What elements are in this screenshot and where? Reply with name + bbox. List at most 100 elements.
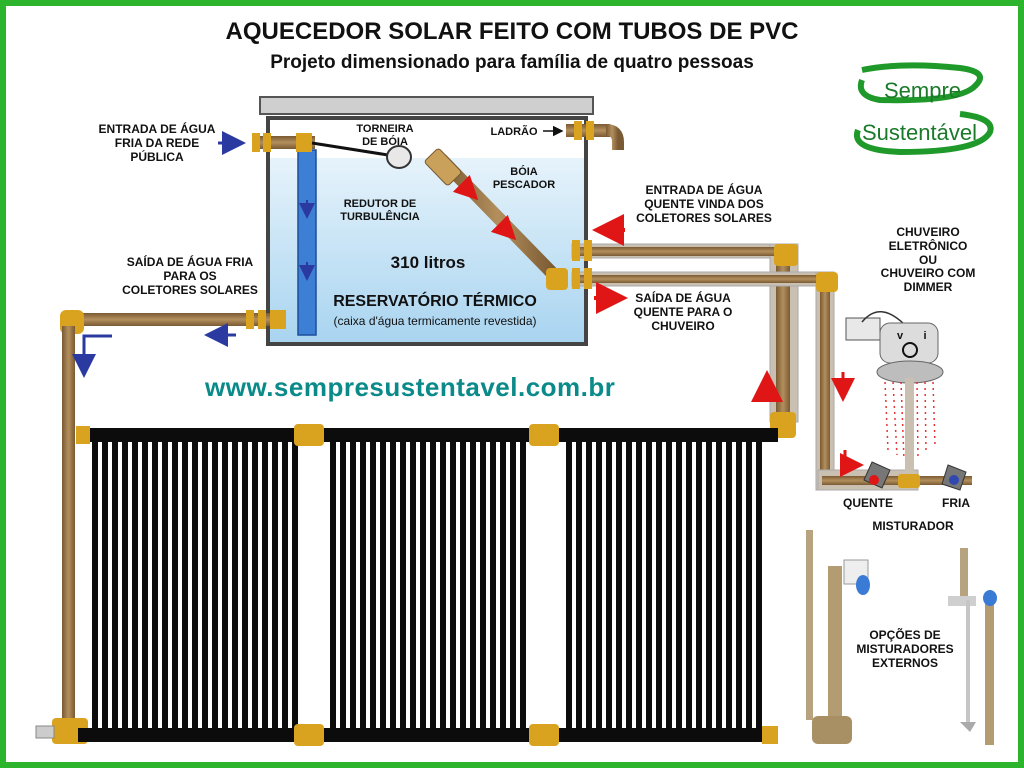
overflow-pipe [543,121,624,150]
collector-tube [510,440,516,730]
collector-tube [756,440,762,730]
collector-tube [272,440,278,730]
collector-tube [360,440,366,730]
collector-tube [636,440,642,730]
shower-i-label: i [923,330,927,342]
reservoir-tank [259,96,594,346]
collector-tube [242,440,248,730]
collector-tube [212,440,218,730]
collector-tube [152,440,158,730]
collector-tube [172,440,178,730]
label-cold-outlet: SAÍDA DE ÁGUA FRIA PARA OS COLETORES SOL… [122,255,258,297]
power-switch [845,317,881,341]
collector-tube [92,440,98,730]
collector-tube [142,440,148,730]
collector-tube [350,440,356,730]
label-hot: QUENTE [842,496,893,510]
collector-tube [410,440,416,730]
collector-tube [192,440,198,730]
cold-valve-dot [949,475,959,485]
label-float-fisher: BÓIA PESCADOR [492,166,556,191]
collector-tube [292,440,298,730]
label-reservoir: RESERVATÓRIO TÉRMICO [333,293,537,310]
label-hot-outlet: SAÍDA DE ÁGUA QUENTE PARA O CHUVEIRO [633,291,733,333]
float-ball [386,145,412,169]
collector-tube [576,440,582,730]
external-mixer-photo-2 [948,548,997,745]
collector-tube [666,440,672,730]
website-url[interactable]: www.sempresustentavel.com.br [205,372,616,402]
collector-tube [102,440,108,730]
collector-tube [122,440,128,730]
mixer-valves [863,461,967,491]
shower-v-label: v [896,330,904,342]
collector-tube [370,440,376,730]
collector-tube [656,440,662,730]
collector-tube [480,440,486,730]
hot-outlet-pipe [546,268,972,491]
collector-tube [390,440,396,730]
collector-tube [330,440,336,730]
collector-tube [232,440,238,730]
collector-tube [182,440,188,730]
collector-tube [460,440,466,730]
collector-tube [420,440,426,730]
hot-return-pipe [571,214,799,438]
collector-tube [646,440,652,730]
collector-tube [282,440,288,730]
collector-tube [440,440,446,730]
logo [853,62,994,156]
logo-sustentavel: Sustentável [862,120,977,145]
label-mixer: MISTURADOR [872,519,954,533]
collector-tube [112,440,118,730]
label-overflow: LADRÃO [490,126,538,138]
page-title: AQUECEDOR SOLAR FEITO COM TUBOS DE PVC [225,18,799,45]
collector-tube [162,440,168,730]
label-shower: CHUVEIRO ELETRÔNICO OU CHUVEIRO COM DIMM… [880,225,976,295]
collector-tube [380,440,386,730]
page-subtitle: Projeto dimensionado para família de qua… [270,52,754,73]
collector-tube [616,440,622,730]
cold-outlet-pipe [35,310,286,744]
label-volume: 310 litros [390,253,466,272]
collector-tube [696,440,702,730]
collector-tube [450,440,456,730]
collector-tube [676,440,682,730]
label-mixer-options: OPÇÕES DE MISTURADORES EXTERNOS [856,628,954,670]
collector-tube [626,440,632,730]
collector-tube [586,440,592,730]
label-turbulence-reducer: REDUTOR DE TURBULÊNCIA [340,198,420,223]
collector-tube [726,440,732,730]
label-cold-inlet: ENTRADA DE ÁGUA FRIA DA REDE PÚBLICA [98,122,216,164]
collector-tube [262,440,268,730]
cold-inlet-pipe [218,131,412,169]
collector-tube [596,440,602,730]
collector-tube [222,440,228,730]
reservoir-lid [259,96,594,115]
collector-tube [736,440,742,730]
collector-tube [340,440,346,730]
collector-header-bottom [78,728,778,742]
label-hot-inlet: ENTRADA DE ÁGUA QUENTE VINDA DOS COLETOR… [636,183,772,225]
external-mixer-photo-1 [806,530,870,744]
collector-tube [706,440,712,730]
collector-tube [400,440,406,730]
collector-tube [490,440,496,730]
collector-tube [252,440,258,730]
solar-collectors [76,424,778,746]
label-cold: FRIA [942,496,970,510]
label-reservoir-note: (caixa d'água termicamente revestida) [333,314,537,328]
hot-valve-dot [869,475,879,485]
logo-sempre: Sempre [884,78,962,103]
collector-tube [470,440,476,730]
collector-tube [430,440,436,730]
collector-tube [746,440,752,730]
collector-header-top [78,428,778,442]
collector-tube [716,440,722,730]
collector-tube [686,440,692,730]
collector-tube [566,440,572,730]
label-float-tap: TORNEIRA DE BÓIA [356,123,414,148]
collector-tube [202,440,208,730]
collector-tube [520,440,526,730]
